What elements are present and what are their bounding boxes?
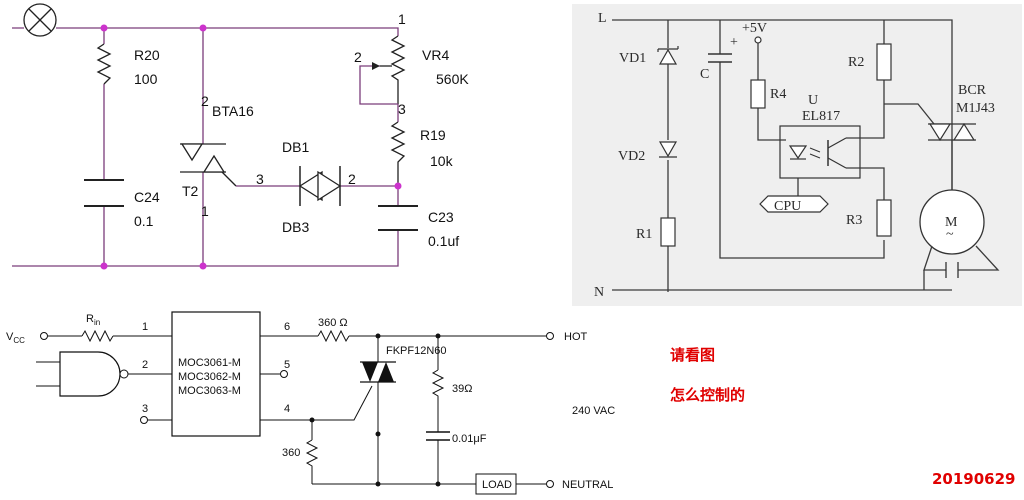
pin-label: 1 xyxy=(398,11,406,27)
value-c24: 0.1 xyxy=(134,213,154,229)
question-line1: 请看图 xyxy=(670,346,715,364)
label-moc3061: MOC3061-M xyxy=(178,357,241,369)
label-vd2: VD2 xyxy=(618,149,645,164)
motor-symbol xyxy=(919,189,985,255)
label-moc3062: MOC3062-M xyxy=(178,371,241,383)
zener-vd1 xyxy=(657,46,679,65)
diac-db3 xyxy=(298,166,342,206)
label-neutral: NEUTRAL xyxy=(562,479,613,491)
pin-label: 1 xyxy=(201,203,209,219)
label-db3: DB3 xyxy=(282,219,309,235)
pin-label: 6 xyxy=(284,321,290,333)
resistor-r19 xyxy=(390,121,406,186)
label-r3: R3 xyxy=(846,213,862,228)
label-r360b: 360 xyxy=(282,447,300,459)
triac-fkpf12n60 xyxy=(360,361,396,383)
cpu-block xyxy=(759,195,829,213)
resistor-r4 xyxy=(750,79,766,109)
resistor-r3 xyxy=(876,199,892,237)
resistor-rin xyxy=(81,329,114,343)
resistor-r2 xyxy=(876,43,892,81)
resistor-r20 xyxy=(96,43,112,85)
optocoupler-el817 xyxy=(779,125,861,179)
value-vr4: 560K xyxy=(436,71,469,87)
label-u: U xyxy=(808,93,818,108)
label-vr4: VR4 xyxy=(422,47,449,63)
resistor-360a xyxy=(317,329,350,343)
label-vcc: VCC xyxy=(6,331,25,345)
pin-label: 2 xyxy=(142,359,148,371)
value-r20: 100 xyxy=(134,71,158,87)
label-r1: R1 xyxy=(636,227,652,242)
triac-bta16 xyxy=(180,143,237,187)
label-db1: DB1 xyxy=(282,139,309,155)
label-r39: 39Ω xyxy=(452,383,472,395)
moc-optotriac xyxy=(171,311,261,437)
label-r2: R2 xyxy=(848,55,864,70)
pin-label: 1 xyxy=(142,321,148,333)
label-vd1: VD1 xyxy=(619,51,646,66)
lamp-symbol xyxy=(23,3,57,37)
label-hot: HOT xyxy=(564,331,588,343)
label-n: N xyxy=(594,285,604,300)
label-r360a: 360 Ω xyxy=(318,317,348,329)
value-c23: 0.1uf xyxy=(428,233,459,249)
label-plus: + xyxy=(730,35,738,50)
label-bcr: BCR xyxy=(958,83,987,98)
resistor-r1 xyxy=(660,217,676,247)
pin-label: 3 xyxy=(256,171,264,187)
circuit-triac-dimmer: R20 100 C24 0.1 2 BTA16 T2 1 3 2 DB1 DB3… xyxy=(12,3,469,270)
label-triac: BTA16 xyxy=(212,103,254,119)
label-r20: R20 xyxy=(134,47,160,63)
diode-vd2 xyxy=(658,141,678,158)
label-c001: 0.01μF xyxy=(452,433,487,445)
label-r19: R19 xyxy=(420,127,446,143)
label-fkpf12n60: FKPF12N60 xyxy=(386,345,447,357)
pin-label: 3 xyxy=(398,101,406,117)
label-l: L xyxy=(598,11,607,26)
resistor-360b xyxy=(305,439,319,484)
circuit-optocoupler-motor: L N VD1 VD2 R1 C + +5V R4 U EL817 CPU R2… xyxy=(572,4,1022,306)
label-m1j43: M1J43 xyxy=(956,101,995,116)
label-load: LOAD xyxy=(482,479,512,491)
label-rin: Rin xyxy=(86,313,100,327)
triac-bcr xyxy=(928,122,976,142)
label-cpu: CPU xyxy=(774,199,801,214)
pin-label: 2 xyxy=(348,171,356,187)
resistor-39 xyxy=(431,369,445,418)
value-r19: 10k xyxy=(430,153,454,169)
label-240vac: 240 VAC xyxy=(572,405,615,417)
label-moc3063: MOC3063-M xyxy=(178,385,241,397)
label-motor: M xyxy=(945,215,958,230)
circuit-moc-driver: VCC Rin 1 2 3 6 5 4 MOC3061-M MOC3062-M … xyxy=(6,311,615,495)
label-r4: R4 xyxy=(770,87,786,102)
label-c: C xyxy=(700,67,709,82)
pin-label: 5 xyxy=(284,359,290,371)
potentiometer-vr4 xyxy=(390,35,406,104)
pin-label: 4 xyxy=(284,403,290,415)
nand-gate xyxy=(36,351,129,397)
motor-tilde: ~ xyxy=(946,227,954,242)
label-t2: T2 xyxy=(182,183,199,199)
question-line2: 怎么控制的 xyxy=(670,386,745,404)
load-box xyxy=(475,473,517,495)
date-stamp: 20190629 xyxy=(932,470,1016,488)
label-5v: +5V xyxy=(742,21,767,36)
pin-label: 3 xyxy=(142,403,148,415)
pin-label: 2 xyxy=(201,93,209,109)
label-c23: C23 xyxy=(428,209,454,225)
pin-label: 2 xyxy=(354,49,362,65)
label-el817: EL817 xyxy=(802,109,840,124)
label-c24: C24 xyxy=(134,189,160,205)
